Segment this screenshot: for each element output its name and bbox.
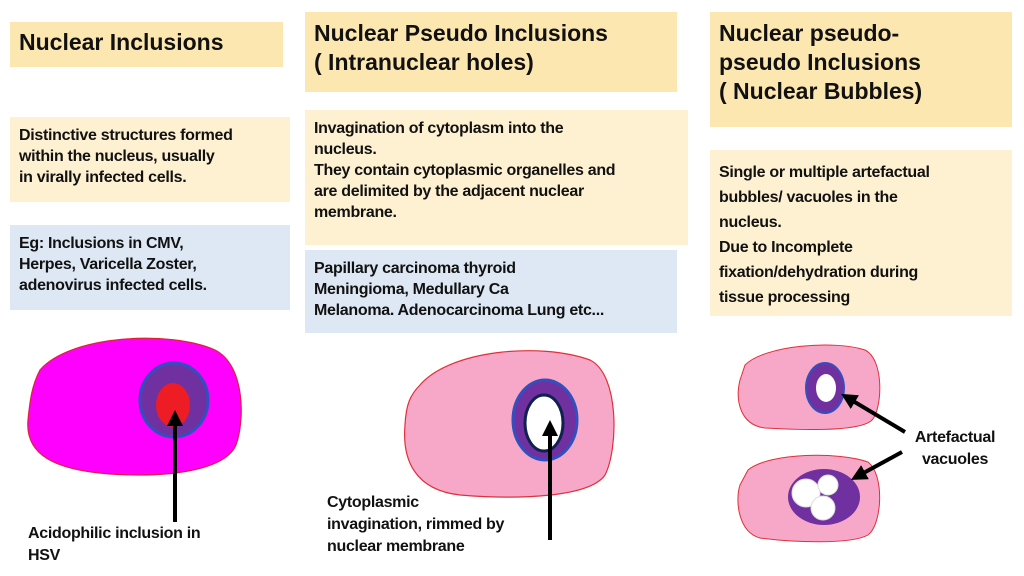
cytoplasm-magenta (27, 337, 242, 476)
title-nuclear-pseudo-pseudo-inclusions: Nuclear pseudo- pseudo Inclusions ( Nucl… (710, 12, 1012, 127)
vacuole (817, 474, 839, 496)
label-artefactual-vacuoles: Artefactual vacuoles (914, 429, 996, 468)
description-nuclear-inclusions: Distinctive structures formed within the… (10, 117, 290, 202)
vacuole (816, 374, 836, 402)
vacuole (791, 478, 821, 508)
cytoplasm-pink (403, 350, 615, 498)
cell-with-multiple-vacuoles (737, 450, 903, 543)
examples-nuclear-inclusions: Eg: Inclusions in CMV, Herpes, Varicella… (10, 225, 290, 310)
vacuole (810, 495, 836, 521)
arrow (850, 450, 903, 480)
cell-with-pseudo-inclusion (403, 350, 615, 540)
cell-with-nuclear-inclusion (27, 337, 242, 522)
cell-with-single-vacuole (737, 344, 907, 434)
description-nuclear-pseudo-pseudo-inclusions: Single or multiple artefactual bubbles/ … (710, 150, 1012, 316)
title-nuclear-inclusions: Nuclear Inclusions (10, 22, 283, 67)
description-nuclear-pseudo-inclusions: Invagination of cytoplasm into the nucle… (305, 110, 688, 245)
cytoplasmic-invagination (523, 393, 565, 453)
title-nuclear-pseudo-inclusions: Nuclear Pseudo Inclusions ( Intranuclear… (305, 12, 677, 92)
label-cytoplasmic-invagination: Cytoplasmic invagination, rimmed by nucl… (327, 494, 505, 555)
arrow (841, 393, 907, 434)
examples-nuclear-pseudo-inclusions: Papillary carcinoma thyroid Meningioma, … (305, 250, 677, 333)
label-acidophilic-inclusion: Acidophilic inclusion in HSV (28, 525, 201, 564)
